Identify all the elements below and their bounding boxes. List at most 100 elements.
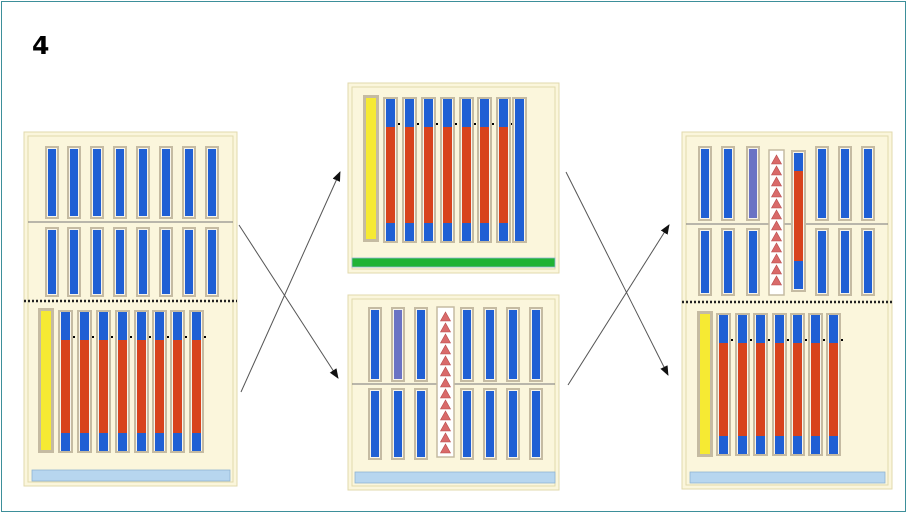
cabinet-bottom-middle [347, 294, 560, 491]
right-upper-module-segment [841, 149, 849, 218]
right-moved-module-segment [794, 171, 803, 261]
cabinet-left [23, 131, 238, 487]
left-lower-connector-dot [185, 336, 187, 338]
warning-triangle-icon [439, 322, 452, 333]
right-middle-module-segment [864, 231, 872, 293]
top-mid-last-module-segment [515, 99, 524, 241]
bottom-upper-module-segment [417, 310, 425, 379]
right-lower-connector-dot [823, 339, 825, 341]
cabinet-right [681, 131, 893, 490]
left-lower-module-segment [61, 312, 70, 340]
left-lower-module-segment [137, 433, 146, 451]
warning-triangle-icon [770, 154, 783, 165]
left-middle-module-segment [139, 230, 147, 294]
left-power-module [41, 311, 51, 450]
warning-triangle-icon [439, 399, 452, 410]
left-lower-module-segment [99, 312, 108, 340]
warning-triangle-icon [770, 264, 783, 275]
right-power-module [700, 314, 710, 454]
top-mid-connector-dot [492, 123, 494, 125]
left-lower-connector-dot [204, 336, 206, 338]
top-mid-module-segment [386, 127, 395, 223]
cabinet-top-middle-body-inner-border [351, 86, 556, 270]
step-number: 4 [32, 31, 50, 60]
warning-triangle-icon [770, 176, 783, 187]
left-upper-module-segment [139, 149, 147, 216]
left-lower-module-segment [61, 433, 70, 451]
top-power-module [366, 98, 376, 239]
right-middle-module-segment [701, 231, 709, 293]
top-mid-module-segment [424, 99, 433, 127]
warning-triangle-icon [439, 377, 452, 388]
warning-triangle-icon [439, 443, 452, 454]
bottom-lower-module-segment [417, 391, 425, 457]
left-middle-module-segment [116, 230, 124, 294]
top-mid-connector-dot [436, 123, 438, 125]
left-middle-module-segment [48, 230, 56, 294]
right-lower-module-segment [719, 436, 728, 454]
bottom-upper-module-segment [371, 310, 379, 379]
left-lower-module-segment [99, 433, 108, 451]
bottom-upper-module-segment [486, 310, 494, 379]
left-middle-module-segment [70, 230, 78, 294]
top-mid-module-segment [443, 127, 452, 223]
top-mid-module-segment [424, 127, 433, 223]
right-upper-module-segment [864, 149, 872, 218]
left-middle-module-segment [93, 230, 101, 294]
warning-triangle-icon [439, 388, 452, 399]
warning-triangle-icon [770, 242, 783, 253]
top-mid-module-segment [480, 223, 489, 241]
right-lower-module-segment [775, 315, 784, 343]
left-upper-module-segment [48, 149, 56, 216]
left-lower-module-segment [155, 312, 164, 340]
right-middle-module-segment [818, 231, 826, 293]
right-lower-module-segment [775, 343, 784, 436]
left-middle-module-segment [162, 230, 170, 294]
top-mid-module-segment [386, 99, 395, 127]
bottom-upper-module-segment [463, 310, 471, 379]
left-lower-module-segment [118, 312, 127, 340]
left-lower-module-segment [155, 340, 164, 433]
left-lower-module-segment [137, 340, 146, 433]
left-lower-connector-dot [149, 336, 151, 338]
arrow-head-icon [238, 224, 339, 379]
right-middle-module-segment [724, 231, 732, 293]
warning-triangle-icon [770, 253, 783, 264]
right-upper-module-segment [701, 149, 709, 218]
bottom-lower-module-segment [371, 391, 379, 457]
right-lower-module-segment [719, 343, 728, 436]
left-upper-module-segment [162, 149, 170, 216]
top-mid-module-segment [386, 223, 395, 241]
top-mid-module-segment [424, 223, 433, 241]
left-lower-module-segment [99, 340, 108, 433]
warning-triangle-icon [770, 275, 783, 286]
right-lower-module-segment [811, 343, 820, 436]
right-moved-module-segment [794, 261, 803, 289]
right-lower-connector-dot [750, 339, 752, 341]
top-mid-module-segment [462, 127, 471, 223]
right-lower-module-segment [756, 436, 765, 454]
top-mid-module-segment [443, 99, 452, 127]
left-status-bar [31, 469, 231, 482]
left-middle-module-segment [208, 230, 216, 294]
left-lower-module-segment [192, 340, 201, 433]
warning-triangle-icon [770, 198, 783, 209]
bottom-lower-module-segment [509, 391, 517, 457]
top-mid-module-segment [499, 127, 508, 223]
arrow-head-icon [240, 171, 341, 393]
warning-triangle-icon [439, 410, 452, 421]
top-status-bar [351, 257, 556, 268]
left-lower-module-segment [192, 312, 201, 340]
right-upper-module-segment [818, 149, 826, 218]
arrow-head-icon [567, 224, 670, 386]
top-mid-connector-dot [474, 123, 476, 125]
left-lower-connector-dot [111, 336, 113, 338]
bottom-upper-module-segment [394, 310, 402, 379]
right-lower-module-segment [829, 315, 838, 343]
top-mid-module-segment [405, 99, 414, 127]
top-mid-connector-dot [417, 123, 419, 125]
right-middle-module-segment [749, 231, 757, 293]
bottom-lower-module-segment [486, 391, 494, 457]
left-lower-connector-dot [92, 336, 94, 338]
